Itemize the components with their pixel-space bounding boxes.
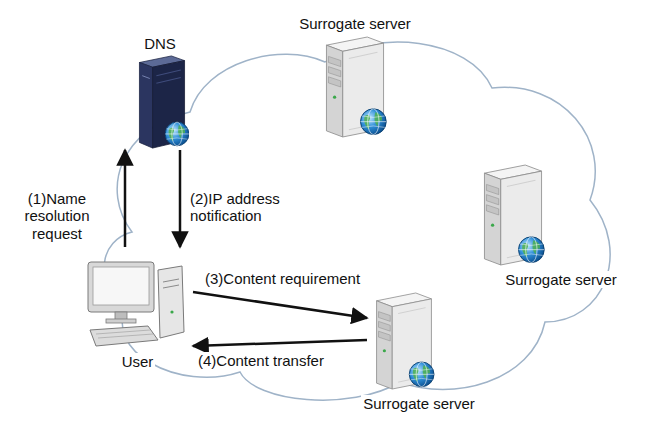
user-node: User <box>85 250 190 350</box>
node-label: DNS <box>142 35 178 52</box>
edge-label: (3)Content requirement <box>203 270 362 287</box>
node-label: Surrogate server <box>361 395 477 412</box>
arrow-connector <box>193 292 367 318</box>
surrogate-server-icon <box>484 165 544 265</box>
surrogate-server-node: Surrogate server <box>320 35 390 140</box>
surrogate-server-icon <box>377 293 434 389</box>
surrogate-server-node: Surrogate server <box>478 163 548 268</box>
arrow-connector <box>179 150 182 247</box>
node-label: Surrogate server <box>297 15 413 32</box>
edge-label: (4)Content transfer <box>196 352 326 369</box>
node-label: User <box>120 353 156 370</box>
surrogate-server-icon <box>326 37 386 137</box>
edge-label: (1)Name resolution request <box>6 190 108 242</box>
dns-server-icon <box>139 56 188 148</box>
surrogate-server-node: Surrogate server <box>370 292 440 392</box>
node-label: Surrogate server <box>503 271 619 288</box>
arrow-connector <box>193 340 367 346</box>
dns-server-node: DNS <box>115 55 205 147</box>
edge-label: (2)IP address notification <box>188 190 310 225</box>
arrow-connector <box>124 150 127 247</box>
user-computer-icon <box>88 262 184 346</box>
